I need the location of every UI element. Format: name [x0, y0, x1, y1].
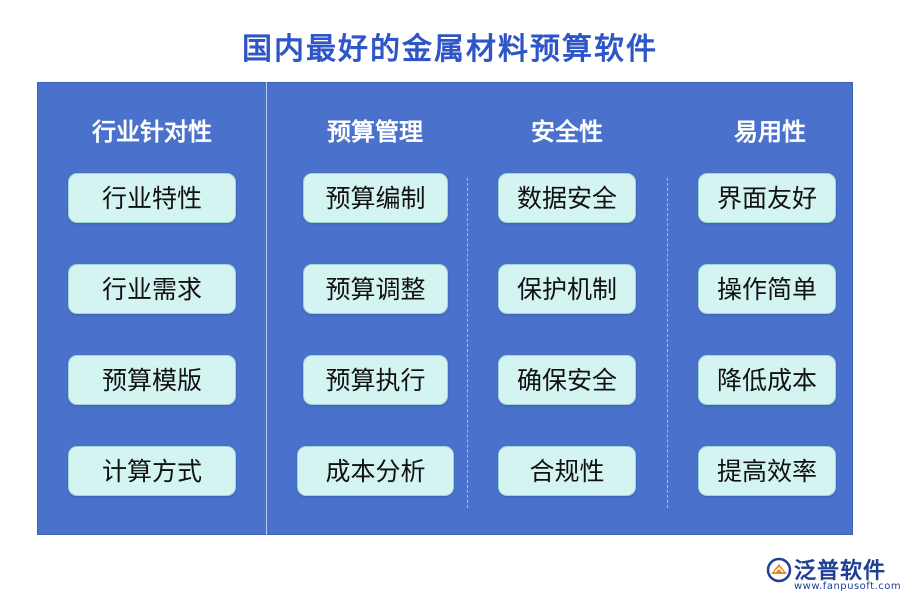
item-budget-execution: 预算执行	[303, 355, 448, 405]
item-cost-analysis: 成本分析	[297, 446, 454, 496]
item-simple-operation: 操作简单	[698, 264, 836, 314]
item-calculation-method: 计算方式	[68, 446, 236, 496]
page-title: 国内最好的金属材料预算软件	[242, 32, 658, 67]
logo-name: 泛普软件	[794, 559, 887, 584]
left-panel	[37, 82, 267, 535]
column-divider	[667, 178, 668, 508]
item-industry-traits: 行业特性	[68, 173, 236, 223]
fanpu-logo-icon	[766, 557, 792, 583]
item-improve-efficiency: 提高效率	[698, 446, 836, 496]
column-heading-industry: 行业针对性	[92, 118, 212, 146]
item-reduce-cost: 降低成本	[698, 355, 836, 405]
brand-logo: 泛普软件 www.fanpusoft.com	[766, 553, 900, 597]
item-industry-needs: 行业需求	[68, 264, 236, 314]
item-budget-adjustment: 预算调整	[303, 264, 448, 314]
column-divider	[467, 178, 468, 508]
item-friendly-interface: 界面友好	[698, 173, 836, 223]
item-compliance: 合规性	[498, 446, 636, 496]
column-heading-usability: 易用性	[734, 118, 806, 146]
column-heading-security: 安全性	[531, 118, 603, 146]
column-heading-budget-management: 预算管理	[327, 118, 423, 146]
item-ensure-security: 确保安全	[498, 355, 636, 405]
logo-url: www.fanpusoft.com	[794, 581, 900, 592]
item-protection-mechanism: 保护机制	[498, 264, 636, 314]
item-budget-template: 预算模版	[68, 355, 236, 405]
item-data-security: 数据安全	[498, 173, 636, 223]
item-budget-preparation: 预算编制	[303, 173, 448, 223]
